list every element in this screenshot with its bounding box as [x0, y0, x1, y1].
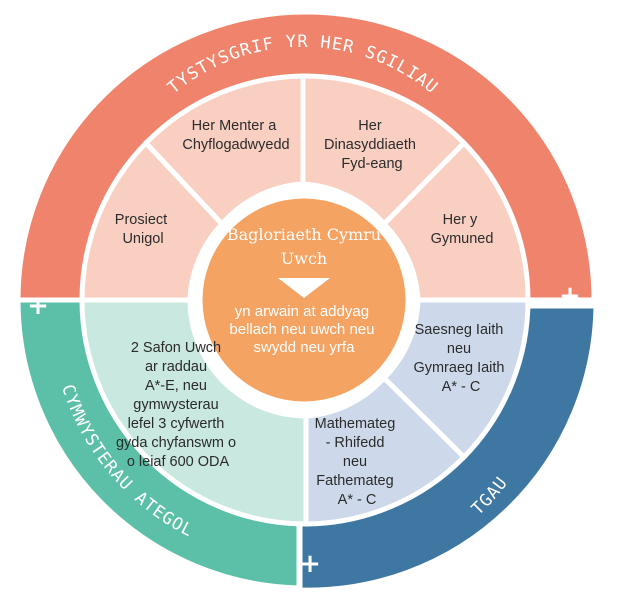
- saesneg-text: Saesneg Iaith neu Gymraeg Iaith A* - C: [413, 322, 508, 395]
- center-title-line2: Uwch: [281, 249, 327, 268]
- prosiect-text: Prosiect Unigol: [115, 212, 171, 247]
- plus-icon-left: +: [27, 291, 49, 321]
- plus-icon-bottom: +: [299, 549, 321, 579]
- menter-text: Her Menter a Chyflogadwyedd: [182, 118, 289, 153]
- segment-safon-uwch: [79, 297, 309, 527]
- gymuned-text: Her y Gymuned: [431, 212, 494, 247]
- down-arrow-icon: [278, 278, 330, 298]
- center-body: yn arwain at addyag bellach neu uwch neu…: [229, 303, 378, 356]
- segment-mathemateg: [303, 374, 468, 527]
- mathemateg-text: Mathemateg - Rhifedd neu Fathemateg A* -…: [315, 416, 400, 508]
- center-title-line1: Bagloriaeth Cymru: [227, 225, 381, 244]
- plus-icon-right: +: [559, 281, 581, 311]
- dinasyddiaeth-text: Her Dinasyddiaeth Fyd-eang: [324, 118, 420, 172]
- center-circle: [197, 193, 411, 407]
- safon-uwch-text: 2 Safon Uwch ar raddau A*-E, neu gymwyst…: [116, 340, 240, 470]
